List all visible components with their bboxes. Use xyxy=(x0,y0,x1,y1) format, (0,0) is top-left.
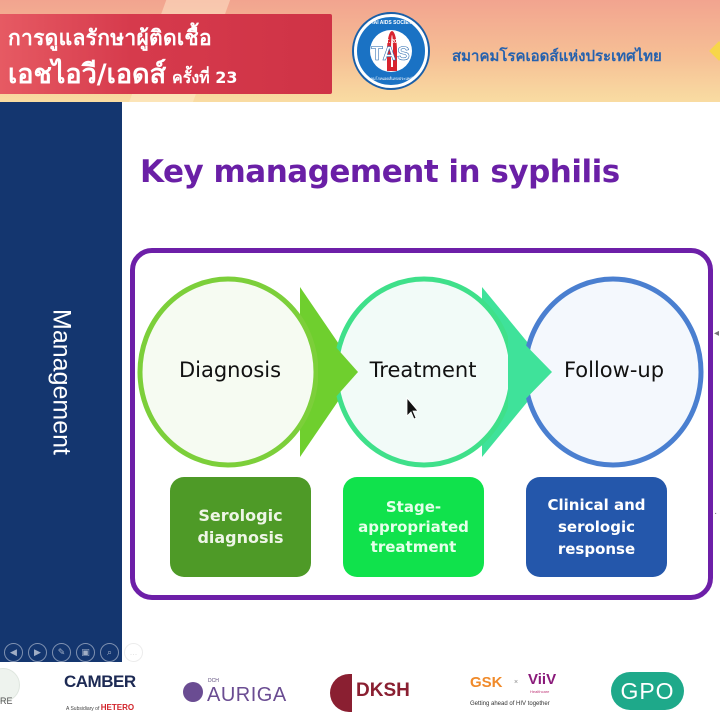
event-title-main: เอชไอวี/เอดส์ xyxy=(8,59,167,90)
detail-line: Clinical and xyxy=(547,496,646,514)
sponsor-dksh: DKSH xyxy=(356,680,410,701)
process-diagram xyxy=(137,276,704,468)
circle-diagnosis xyxy=(137,276,319,468)
step-label-diagnosis: Diagnosis xyxy=(178,358,282,382)
detail-line: serologic xyxy=(557,518,636,536)
magnifier-icon: ⌕ xyxy=(106,646,113,657)
sponsor-gpo: GPO xyxy=(611,672,684,710)
camber-tagline-brand: HETERO xyxy=(100,703,135,712)
event-header-banner: การดูแลรักษาผู้ติดเชื้อ เอชไอวี/เอดส์ ครั… xyxy=(0,0,720,102)
chevron-right-icon: ▶ xyxy=(34,646,41,657)
sponsor-logo-partial-text: RE xyxy=(0,696,13,706)
logo-est: EST. 2007 xyxy=(379,39,403,45)
sponsor-gsk-tagline: Getting ahead of HIV together xyxy=(470,701,550,707)
logo-arc-text-top: THAI AIDS SOCIETY xyxy=(366,20,416,26)
decorative-diamond xyxy=(709,41,720,61)
more-options-button[interactable]: ... xyxy=(124,642,143,662)
sponsor-viiv: ViiV xyxy=(528,671,557,688)
detail-box-treatment: Stage- appropriated treatment xyxy=(343,477,484,577)
sponsor-strip: RE CAMBER A Subsidiary of HETERO DCH AUR… xyxy=(0,662,720,720)
chevron-left-icon: ◀ xyxy=(10,646,17,657)
detail-line: diagnosis xyxy=(197,528,284,547)
sponsor-camber: CAMBER xyxy=(64,672,136,691)
detail-line: treatment xyxy=(370,538,457,556)
camber-tagline-prefix: A Subsidiary of xyxy=(66,706,100,712)
pen-button[interactable]: ✎ xyxy=(52,642,71,662)
event-title-box xyxy=(0,14,332,94)
pen-icon: ✎ xyxy=(57,646,66,657)
next-slide-button[interactable]: ▶ xyxy=(28,642,47,662)
slides-view-button[interactable]: ▣ xyxy=(76,642,95,662)
mouse-cursor-icon xyxy=(406,396,419,420)
detail-line: response xyxy=(557,540,636,558)
sponsor-auriga: AURIGA xyxy=(207,684,287,706)
step-label-treatment: Treatment xyxy=(369,358,477,382)
logo-acronym: TAS xyxy=(371,44,411,66)
auriga-logo-mark xyxy=(183,682,203,702)
presentation-slide: Management Key management in syphilis Di… xyxy=(0,102,720,662)
edge-mark: ◂ xyxy=(714,328,720,339)
arrow-tip-1 xyxy=(318,327,358,417)
sponsor-times: × xyxy=(514,679,519,686)
tas-logo: THAI AIDS SOCIETY EST. 2007 TAS สมาคมโรค… xyxy=(354,14,428,88)
event-edition: ครั้งที่ 23 xyxy=(172,68,238,87)
zoom-button[interactable]: ⌕ xyxy=(100,642,119,662)
slide-title: Key management in syphilis xyxy=(140,154,620,190)
step-label-followup: Follow-up xyxy=(563,358,665,382)
event-title-line2: เอชไอวี/เอดส์ ครั้งที่ 23 xyxy=(8,52,238,95)
more-icon: ... xyxy=(129,647,138,657)
sponsor-viiv-sub: Healthcare xyxy=(530,689,550,694)
edge-mark: · xyxy=(714,508,718,519)
detail-line: Serologic xyxy=(198,506,283,525)
slides-grid-icon: ▣ xyxy=(81,646,90,657)
detail-line: Stage- xyxy=(385,498,442,516)
event-title-line1: การดูแลรักษาผู้ติดเชื้อ xyxy=(8,26,212,50)
detail-box-followup: Clinical and serologic response xyxy=(526,477,667,577)
detail-box-diagnosis: Serologic diagnosis xyxy=(170,477,311,577)
detail-line: appropriated xyxy=(358,518,469,536)
presenter-toolbar: ◀ ▶ ✎ ▣ ⌕ ... xyxy=(0,640,143,664)
dksh-logo-mark xyxy=(330,674,352,712)
arrow-tip-2 xyxy=(508,327,552,417)
slide-sidebar: Management xyxy=(0,102,122,662)
sponsor-auriga-prefix: DCH xyxy=(208,678,219,684)
previous-slide-button[interactable]: ◀ xyxy=(4,642,23,662)
logo-arc-text-bottom: สมาคมโรคเอดส์แห่งประเทศไทย xyxy=(363,76,419,81)
sponsor-camber-tagline: A Subsidiary of HETERO xyxy=(66,703,134,712)
society-name: สมาคมโรคเอดส์แห่งประเทศไทย xyxy=(452,47,662,65)
sponsor-gsk: GSK xyxy=(470,674,503,691)
red-ribbon-icon xyxy=(387,31,397,71)
